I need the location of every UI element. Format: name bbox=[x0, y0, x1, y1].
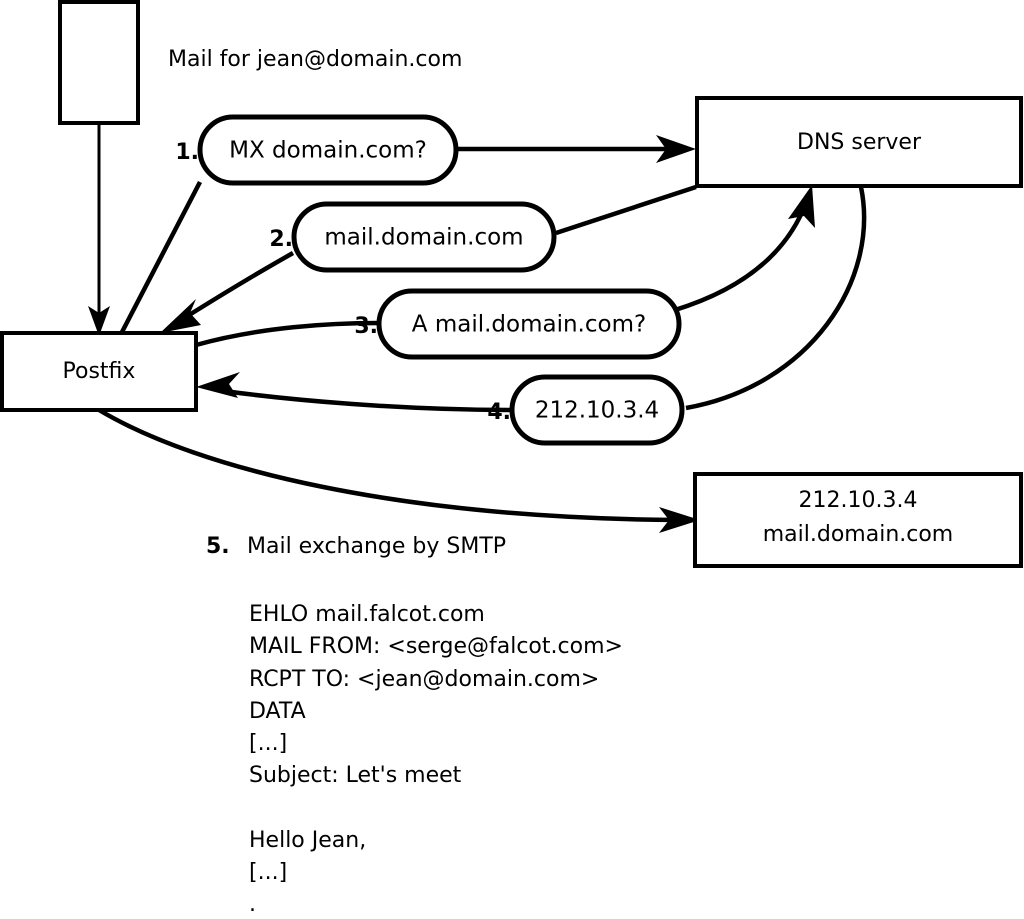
message-bubble-4-text: 212.10.3.4 bbox=[535, 398, 659, 424]
smtp-line: Hello Jean, bbox=[249, 828, 366, 853]
node-dns-server-label: DNS server bbox=[797, 130, 922, 155]
smtp-transcript: EHLO mail.falcot.com MAIL FROM: <serge@f… bbox=[249, 602, 623, 917]
step-number-3: 3. bbox=[354, 314, 378, 339]
node-dns-server: DNS server bbox=[695, 96, 1023, 188]
diagram-title: Mail for jean@domain.com bbox=[168, 47, 462, 72]
smtp-caption: Mail exchange by SMTP bbox=[247, 534, 506, 559]
node-mail-server: 212.10.3.4 mail.domain.com bbox=[693, 472, 1023, 568]
smtp-line: . bbox=[249, 892, 256, 917]
node-mail-server-hostname: mail.domain.com bbox=[763, 522, 954, 547]
smtp-line: RCPT TO: <jean@domain.com> bbox=[249, 667, 599, 692]
node-postfix: Postfix bbox=[0, 331, 198, 412]
step-number-1: 1. bbox=[175, 140, 199, 165]
message-bubble-1-text: MX domain.com? bbox=[229, 138, 427, 164]
message-bubble-3: A mail.domain.com? bbox=[376, 288, 682, 360]
node-mail-server-ip: 212.10.3.4 bbox=[799, 488, 918, 513]
message-bubble-4: 212.10.3.4 bbox=[509, 374, 685, 446]
smtp-line: [...] bbox=[249, 731, 287, 756]
connector-dns-to-postfix-2 bbox=[160, 184, 697, 333]
smtp-line: MAIL FROM: <serge@falcot.com> bbox=[249, 634, 623, 659]
smtp-line: Subject: Let's meet bbox=[249, 763, 462, 788]
message-bubble-2: mail.domain.com bbox=[291, 201, 557, 273]
smtp-line: EHLO mail.falcot.com bbox=[249, 602, 485, 627]
node-postfix-label: Postfix bbox=[63, 359, 136, 384]
message-bubble-3-text: A mail.domain.com? bbox=[412, 312, 646, 338]
step-number-4: 4. bbox=[487, 400, 511, 425]
message-bubble-1: MX domain.com? bbox=[197, 114, 459, 186]
connector-postfix-to-dns-1 bbox=[120, 135, 696, 334]
step-number-2: 2. bbox=[269, 227, 293, 252]
step-number-5: 5. bbox=[206, 534, 230, 559]
connector-client-to-postfix bbox=[88, 123, 110, 336]
connector-postfix-to-dns-3 bbox=[195, 185, 815, 348]
connector-postfix-to-mailserver-5 bbox=[97, 408, 700, 533]
node-client bbox=[58, 0, 140, 125]
smtp-line: DATA bbox=[249, 699, 306, 724]
message-bubble-2-text: mail.domain.com bbox=[324, 225, 523, 251]
connector-dns-to-postfix-4 bbox=[196, 186, 867, 413]
smtp-line: [...] bbox=[249, 860, 287, 885]
